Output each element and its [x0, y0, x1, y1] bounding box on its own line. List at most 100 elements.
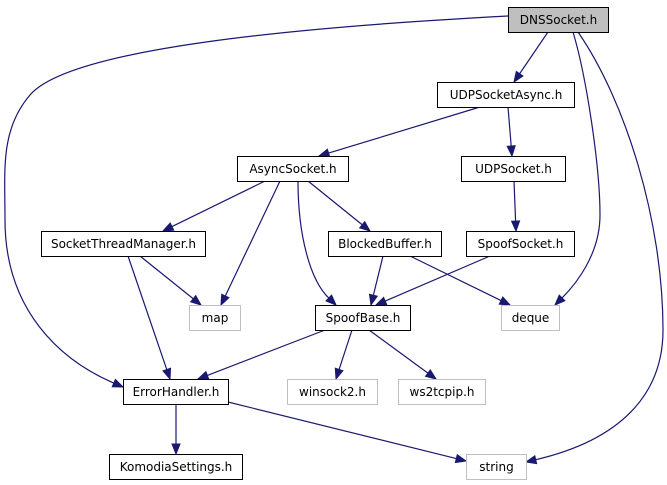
node-label: map — [202, 311, 229, 325]
edge-blockedbuffer-to-deque — [409, 255, 512, 306]
edge-line — [561, 31, 601, 299]
edge-line — [227, 401, 457, 460]
edge-line — [139, 255, 194, 300]
node-udpsocketasync[interactable]: UDPSocketAsync.h — [437, 82, 575, 108]
edge-line — [307, 180, 363, 226]
arrow-head — [334, 367, 344, 381]
node-udpsocket[interactable]: UDPSocket.h — [461, 156, 566, 182]
edge-asyncsocket-to-socketthreadmanager — [161, 180, 266, 232]
arrow-head — [524, 454, 538, 465]
node-asyncsocket[interactable]: AsyncSocket.h — [237, 156, 349, 182]
arrow-head — [189, 294, 203, 306]
node-box — [466, 231, 575, 257]
edge-line — [372, 255, 384, 296]
edge-line — [513, 180, 517, 222]
edge-line — [507, 106, 512, 147]
node-spoofsocket[interactable]: SpoofSocket.h — [466, 231, 575, 257]
arrow-head — [220, 293, 230, 307]
edge-asyncsocket-to-spoofbase — [297, 180, 337, 306]
arrow-head — [374, 296, 388, 306]
edge-line — [338, 329, 353, 370]
node-string: string — [466, 454, 527, 480]
node-box — [437, 82, 575, 108]
node-box — [123, 379, 229, 405]
node-label: SpoofBase.h — [326, 311, 401, 325]
edge-spoofbase-to-ws2tcpip — [368, 329, 438, 380]
arrow-head — [554, 294, 566, 306]
edge-line — [384, 255, 491, 302]
node-box — [461, 156, 566, 182]
node-deque: deque — [501, 305, 560, 331]
edge-line — [328, 106, 481, 154]
node-box — [315, 305, 411, 331]
node-box — [287, 379, 378, 405]
edge-spoofbase-to-winsock2 — [334, 329, 353, 381]
node-dnssocket[interactable]: DNSSocket.h — [508, 7, 609, 33]
node-label: AsyncSocket.h — [249, 162, 336, 176]
arrow-head — [325, 294, 337, 306]
edge-line — [207, 329, 326, 376]
node-label: SpoofSocket.h — [478, 237, 564, 251]
node-label: UDPSocketAsync.h — [450, 88, 563, 102]
edge-line — [535, 31, 664, 461]
node-box — [398, 379, 486, 405]
node-errorhandler[interactable]: ErrorHandler.h — [123, 379, 229, 405]
edge-dnssocket-to-errorhandler — [4, 15, 509, 388]
arrow-head — [510, 220, 521, 233]
node-map: map — [189, 305, 241, 331]
node-box — [508, 7, 609, 33]
node-winsock2: winsock2.h — [287, 379, 378, 405]
edge-line — [4, 15, 509, 384]
edge-errorhandler-to-string — [227, 401, 468, 464]
edge-dnssocket-to-string — [524, 31, 664, 465]
arrow-head — [196, 370, 210, 380]
node-box — [109, 454, 243, 480]
edge-udpsocketasync-to-udpsocket — [506, 106, 516, 158]
node-label: ws2tcpip.h — [410, 385, 475, 399]
node-box — [501, 305, 560, 331]
arrow-head — [513, 70, 524, 84]
edge-line — [409, 255, 502, 302]
arrow-head — [161, 222, 175, 232]
node-box — [189, 305, 241, 331]
edge-errorhandler-to-komodiasettings — [171, 404, 181, 456]
edge-line — [171, 180, 266, 228]
edge-spoofbase-to-errorhandler — [196, 329, 326, 380]
arrow-head — [358, 220, 372, 232]
node-label: BlockedBuffer.h — [338, 237, 432, 251]
node-label: string — [479, 460, 513, 474]
edge-udpsocket-to-spoofsocket — [510, 180, 521, 233]
node-box — [237, 156, 349, 182]
edge-line — [519, 31, 549, 75]
edge-udpsocketasync-to-asyncsocket — [317, 106, 481, 158]
node-label: deque — [512, 311, 550, 325]
edge-spoofsocket-to-spoofbase — [374, 255, 491, 306]
node-box — [328, 231, 442, 257]
edge-blockedbuffer-to-spoofbase — [368, 255, 384, 307]
node-blockedbuffer[interactable]: BlockedBuffer.h — [328, 231, 442, 257]
nodes-layer: DNSSocket.hUDPSocketAsync.hAsyncSocket.h… — [41, 7, 609, 480]
edge-dnssocket-to-deque — [554, 31, 601, 306]
node-komodiasettings[interactable]: KomodiaSettings.h — [109, 454, 243, 480]
arrow-head — [498, 296, 512, 306]
node-spoofbase[interactable]: SpoofBase.h — [315, 305, 411, 331]
node-label: DNSSocket.h — [520, 13, 597, 27]
arrow-head — [171, 443, 181, 456]
node-socketthreadmanager[interactable]: SocketThreadManager.h — [41, 231, 206, 257]
arrow-head — [424, 368, 438, 380]
edge-asyncsocket-to-blockedbuffer — [307, 180, 372, 232]
edge-dnssocket-to-udpsocketasync — [513, 31, 549, 84]
node-box — [41, 231, 206, 257]
arrow-head — [162, 367, 172, 381]
node-ws2tcpip: ws2tcpip.h — [398, 379, 486, 405]
edges-layer — [4, 15, 664, 465]
node-label: SocketThreadManager.h — [51, 237, 196, 251]
node-box — [466, 454, 527, 480]
edge-line — [224, 180, 281, 297]
node-label: UDPSocket.h — [475, 162, 552, 176]
edge-asyncsocket-to-map — [220, 180, 281, 307]
edge-socketthreadmanager-to-errorhandler — [127, 255, 172, 381]
node-label: KomodiaSettings.h — [120, 460, 233, 474]
arrow-head — [317, 148, 331, 158]
